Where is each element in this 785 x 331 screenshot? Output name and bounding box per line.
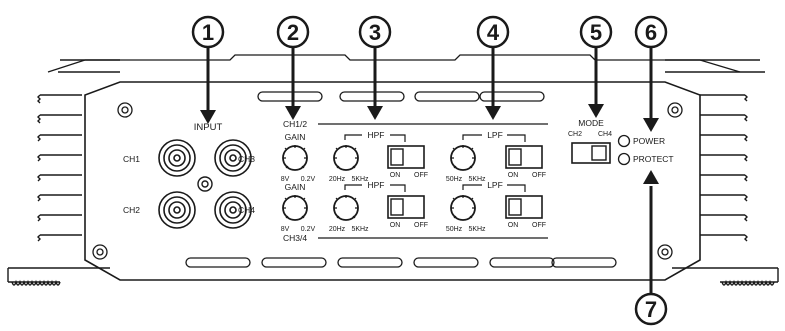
svg-text:ON: ON [390, 222, 401, 229]
svg-text:ON: ON [390, 172, 401, 179]
svg-text:0.2V: 0.2V [301, 226, 316, 233]
protect-led: PROTECT [617, 152, 674, 166]
mode-section: MODE CH2 CH4 [568, 118, 612, 138]
ch12-group-label: CH1/2 [283, 119, 307, 129]
screw-top-left [117, 102, 133, 118]
svg-text:ON: ON [508, 222, 519, 229]
vent-slots [185, 91, 617, 268]
svg-text:1: 1 [202, 20, 214, 45]
ground-terminal [197, 176, 213, 192]
svg-text:5KHz: 5KHz [468, 176, 486, 183]
svg-text:3: 3 [369, 20, 381, 45]
lpf-switch-ch12[interactable]: ON OFF [505, 145, 546, 179]
protect-label: PROTECT [633, 154, 674, 164]
input-title: INPUT [194, 122, 223, 133]
svg-text:OFF: OFF [532, 172, 546, 179]
hpf-bracket-bottom [344, 184, 406, 192]
hpf-switch-ch12[interactable]: ON OFF [387, 145, 428, 179]
screw-bottom-right [657, 244, 673, 260]
svg-text:8V: 8V [281, 226, 290, 233]
screw-top-right [667, 102, 683, 118]
hpf-knob-ch12[interactable]: 20Hz 5KHz [329, 145, 369, 183]
hpf-label-top: HPF [368, 130, 385, 140]
power-label: POWER [633, 136, 665, 146]
ch1-label: CH1 [123, 154, 140, 164]
hpf-bracket-top [344, 134, 406, 142]
callout-5: 5 [579, 15, 613, 118]
callout-4: 4 [476, 15, 510, 120]
svg-text:6: 6 [645, 20, 657, 45]
rca-jack-ch4[interactable] [214, 191, 252, 229]
svg-text:5KHz: 5KHz [351, 176, 369, 183]
screw-bottom-left [92, 244, 108, 260]
hpf-label-bottom: HPF [368, 180, 385, 190]
lpf-bracket-bottom [462, 184, 526, 192]
lpf-label-top: LPF [487, 130, 503, 140]
svg-text:4: 4 [487, 20, 500, 45]
heatsink-fins-left [7, 59, 120, 286]
mode-label: MODE [578, 118, 604, 128]
rca-jack-ch1[interactable] [158, 139, 196, 177]
gain-knob-ch12[interactable]: GAIN 8V 0.2V [281, 132, 316, 183]
ch2-label: CH2 [123, 205, 140, 215]
top-ribs [47, 54, 741, 73]
svg-text:GAIN: GAIN [285, 132, 306, 142]
svg-text:8V: 8V [281, 176, 290, 183]
rca-jack-ch2[interactable] [158, 191, 196, 229]
gain-knob-ch34[interactable]: GAIN 8V 0.2V [281, 182, 316, 233]
power-led: POWER [617, 134, 665, 148]
svg-text:OFF: OFF [532, 222, 546, 229]
lpf-bracket-top [462, 134, 526, 142]
svg-text:5: 5 [590, 20, 602, 45]
input-section: INPUT CH1 CH2 CH3 CH4 [123, 122, 255, 215]
callout-3: 3 [358, 15, 392, 120]
heatsink-fins-right [665, 59, 779, 286]
rca-jack-ch3[interactable] [214, 139, 252, 177]
hpf-switch-ch34[interactable]: ON OFF [387, 195, 428, 229]
callout-7: 7 [634, 170, 668, 326]
callout-6: 6 [634, 15, 668, 132]
callout-1: 1 [191, 15, 225, 124]
svg-text:20Hz: 20Hz [329, 226, 346, 233]
mode-ch2-label: CH2 [568, 131, 582, 138]
lpf-label-bottom: LPF [487, 180, 503, 190]
svg-text:5KHz: 5KHz [351, 226, 369, 233]
svg-text:GAIN: GAIN [285, 182, 306, 192]
lpf-knob-ch12[interactable]: 50Hz 5KHz [446, 145, 486, 183]
svg-text:50Hz: 50Hz [446, 226, 463, 233]
svg-text:ON: ON [508, 172, 519, 179]
svg-text:0.2V: 0.2V [301, 176, 316, 183]
svg-text:2: 2 [287, 20, 299, 45]
svg-text:7: 7 [645, 297, 657, 322]
svg-text:OFF: OFF [414, 172, 428, 179]
mode-switch[interactable] [571, 142, 611, 164]
hpf-knob-ch34[interactable]: 20Hz 5KHz [329, 195, 369, 233]
ch34-group-label: CH3/4 [283, 233, 307, 243]
lpf-knob-ch34[interactable]: 50Hz 5KHz [446, 195, 486, 233]
mode-ch4-label: CH4 [598, 131, 612, 138]
svg-text:OFF: OFF [414, 222, 428, 229]
callout-2: 2 [276, 15, 310, 120]
svg-text:5KHz: 5KHz [468, 226, 486, 233]
svg-text:50Hz: 50Hz [446, 176, 463, 183]
panel-outline [84, 81, 701, 281]
section-lines [318, 123, 548, 239]
lpf-switch-ch34[interactable]: ON OFF [505, 195, 546, 229]
svg-text:20Hz: 20Hz [329, 176, 346, 183]
